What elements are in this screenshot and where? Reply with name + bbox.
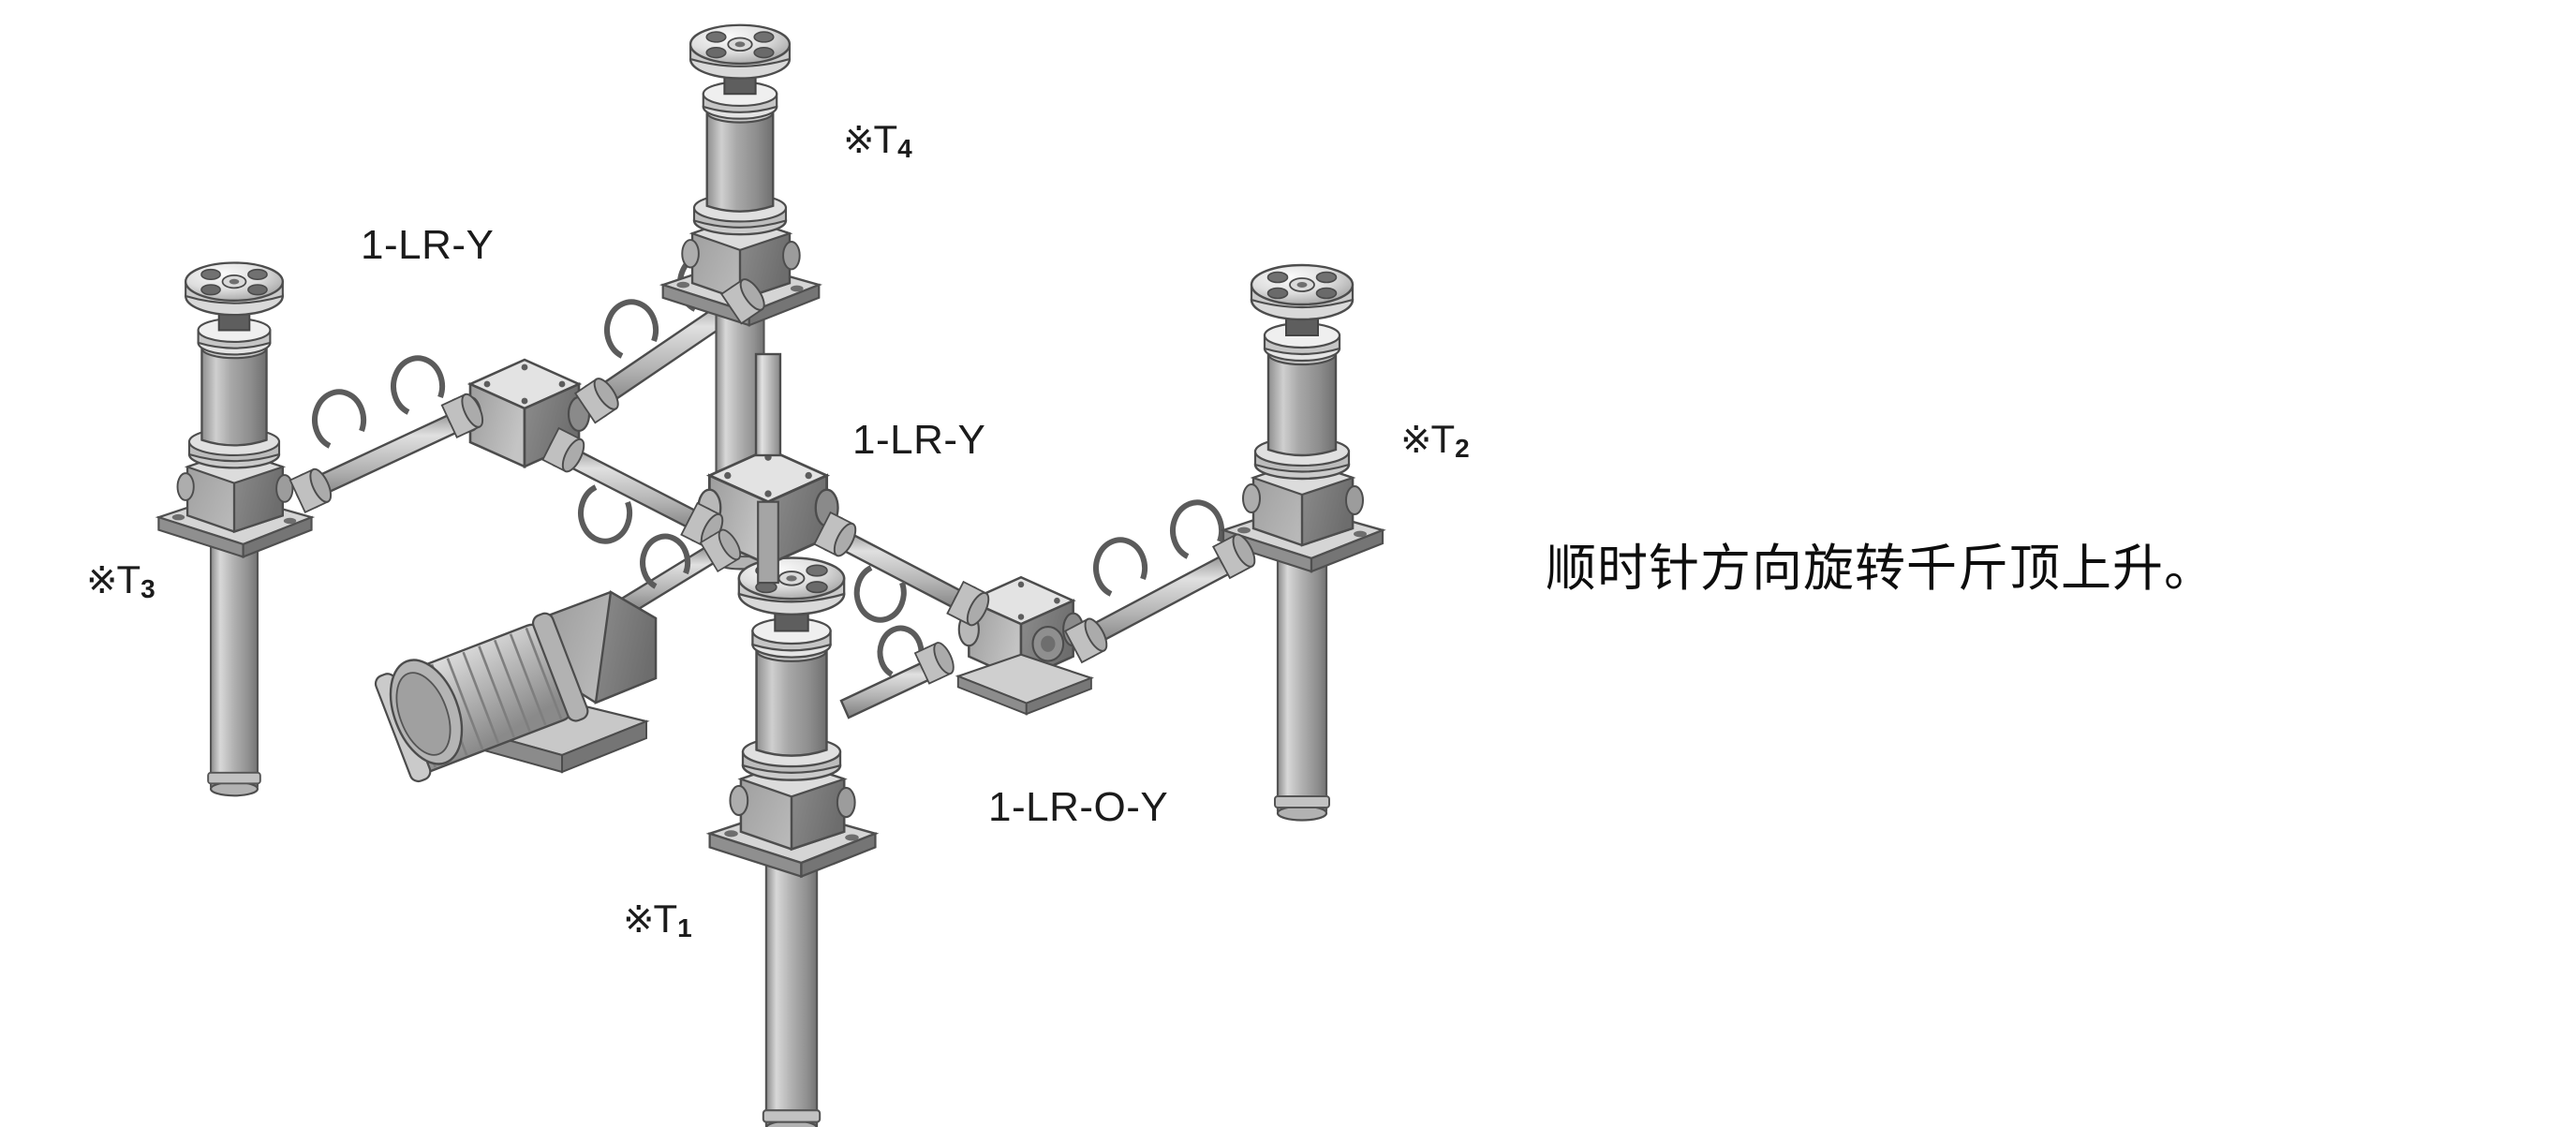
jack-label-letter: T xyxy=(1430,417,1456,461)
jack-unit-t3 xyxy=(157,261,313,797)
rotation-direction-note: 顺时针方向旋转千斤顶上升。 xyxy=(1546,541,2215,597)
reference-mark-icon: ※ xyxy=(86,560,118,601)
jack-label-t3: ※T3 xyxy=(86,560,155,602)
jack-unit-t1 xyxy=(708,556,877,1127)
jack-label-index: 3 xyxy=(141,574,155,604)
shaft-lower-right-gearbox-to-t2 xyxy=(1077,499,1246,650)
jack-label-index: 4 xyxy=(897,134,912,164)
jack-label-letter: T xyxy=(116,557,141,601)
jack-label-t2: ※T2 xyxy=(1400,420,1470,462)
reference-mark-icon: ※ xyxy=(843,120,875,161)
jack-label-index: 1 xyxy=(677,913,692,943)
electric-drive-motor xyxy=(374,590,658,783)
reference-mark-icon: ※ xyxy=(623,899,655,941)
gearbox-label-center: 1-LR-Y xyxy=(852,417,986,463)
jack-label-t4: ※T4 xyxy=(843,120,912,162)
jack-label-index: 2 xyxy=(1455,434,1470,464)
gearbox-center xyxy=(697,352,839,585)
gearbox-lower-right xyxy=(955,575,1094,716)
jack-label-letter: T xyxy=(873,117,898,161)
reference-mark-icon: ※ xyxy=(1400,420,1432,461)
gearbox-label-lower-right: 1-LR-O-Y xyxy=(988,784,1169,830)
gearbox-label-upper-left: 1-LR-Y xyxy=(361,222,495,268)
jack-label-t1: ※T1 xyxy=(623,899,692,942)
jack-label-letter: T xyxy=(653,897,678,941)
